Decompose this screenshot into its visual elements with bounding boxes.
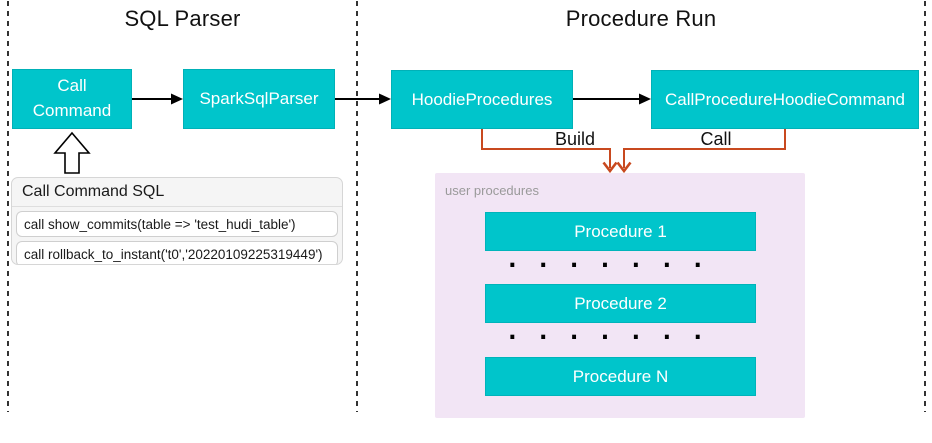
arrow-sparksqlparser-to-hoodieprocedures (335, 93, 391, 105)
procedure-n-box: Procedure N (485, 357, 756, 396)
edge-label-build: Build (554, 129, 596, 149)
procedure-1-box: Procedure 1 (485, 212, 756, 251)
node-call-procedure-hoodie-command-label: CallProcedureHoodieCommand (664, 89, 905, 109)
node-spark-sql-parser: SparkSqlParser (183, 69, 335, 129)
arrow-callcommand-to-sparksqlparser (132, 93, 183, 105)
procedure-1-label: Procedure 1 (574, 221, 667, 241)
procedure-n-label: Procedure N (572, 366, 669, 386)
sql-example-row: call rollback_to_instant('t0','202201092… (16, 241, 338, 264)
arrow-hoodieprocedures-to-callprocedure (573, 93, 651, 105)
call-command-sql-panel: Call Command SQL call show_commits(table… (11, 177, 343, 265)
ellipsis-dots: . . . . . . . (505, 245, 706, 273)
user-procedures-panel: user procedures Procedure 1 . . . . . . … (435, 173, 805, 418)
node-call-command: Call Command (12, 69, 132, 129)
edge-label-call: Call (700, 129, 732, 149)
ellipsis-dots: . . . . . . . (505, 317, 706, 345)
section-title-procedure-run: Procedure Run (565, 6, 717, 31)
hollow-up-arrow-icon (53, 131, 91, 174)
sql-example-row: call show_commits(table => 'test_hudi_ta… (16, 211, 338, 237)
node-hoodie-procedures: HoodieProcedures (391, 70, 573, 129)
section-title-sql-parser: SQL Parser (124, 6, 241, 31)
user-procedures-label: user procedures (445, 183, 539, 198)
sql-panel-header: Call Command SQL (12, 178, 342, 207)
procedure-2-label: Procedure 2 (574, 293, 667, 313)
node-call-command-label: Call Command (32, 76, 112, 120)
node-hoodie-procedures-label: HoodieProcedures (411, 89, 553, 109)
node-call-procedure-hoodie-command: CallProcedureHoodieCommand (651, 70, 919, 129)
procedure-2-box: Procedure 2 (485, 284, 756, 323)
node-spark-sql-parser-label: SparkSqlParser (199, 89, 319, 108)
